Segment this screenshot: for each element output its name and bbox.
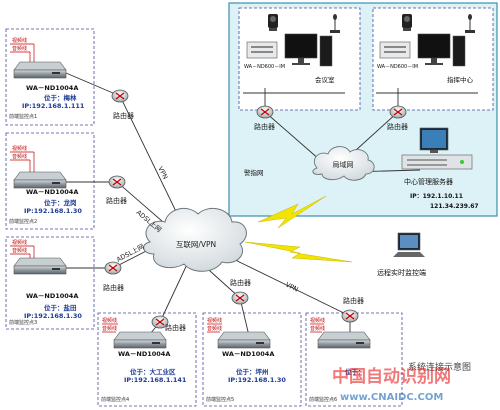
video-cable-label: 视频线: [12, 239, 27, 246]
site-tag: 前端监控点4: [101, 396, 129, 403]
router-icon: [111, 89, 129, 103]
lan-cloud-label: 局域网: [333, 160, 354, 169]
router-label: 路由器: [106, 196, 127, 205]
router-label: 路由器: [113, 111, 134, 120]
internet-cloud-icon: [143, 207, 247, 272]
site-location: 位于：梅林: [44, 93, 77, 102]
site-ip: IP:192.168.1.141: [124, 376, 187, 384]
router-label: 路由器: [254, 122, 275, 131]
ptz-camera-icon: [402, 14, 412, 31]
monitor-icon: [284, 33, 318, 65]
diagram-caption: 系统连接示意图: [408, 361, 471, 373]
site-tag: 前端监控点2: [9, 218, 37, 225]
audio-cable-label: 音频线: [12, 45, 27, 52]
lightning-bolt-icon: [244, 241, 353, 263]
server-ip2: 121.34.239.67: [430, 203, 479, 210]
site-location: 位于：大工业区: [130, 367, 176, 376]
video-cable-label: 视频线: [207, 317, 222, 324]
device-model: WA－ND1004A: [118, 350, 170, 358]
site-location: 位于：坪州: [236, 367, 269, 376]
site-ip: IP:192.168.1.30: [24, 312, 82, 320]
pc-tower-icon: [452, 35, 466, 67]
site-box-6: [305, 312, 403, 407]
rack-server-icon: [379, 41, 411, 59]
video-cable-label: 视频线: [12, 145, 27, 152]
router-icon: [341, 309, 359, 323]
video-cable-label: 视频线: [102, 317, 117, 324]
site-location: 位于：盐田: [44, 303, 77, 312]
device-model: WA－ND1004A: [26, 84, 78, 92]
ptz-camera-icon: [268, 14, 278, 31]
connection-lines: [65, 72, 478, 341]
audio-cable-label: 音频线: [102, 325, 117, 332]
command-center-label: 指挥中心: [447, 75, 474, 84]
audio-cable-label: 音频线: [12, 153, 27, 160]
site-location: 位于：龙岗: [44, 198, 77, 207]
site-box-5: [202, 312, 302, 407]
watermark-url: www.CNAIDC.COM: [340, 392, 443, 403]
link-label: ADSL上网: [115, 242, 146, 264]
device-model: WA－ND1004A: [222, 350, 274, 358]
audio-cable-label: 音频线: [310, 325, 325, 332]
encoder-device-icon: [13, 171, 67, 189]
video-cable-label: 视频线: [12, 37, 27, 44]
microphone-icon: [330, 14, 340, 33]
router-icon: [231, 291, 249, 305]
site-ip: IP:192.168.1.30: [24, 207, 82, 215]
meeting-room-label: 会议室: [315, 75, 335, 84]
site-box-4: [97, 312, 197, 407]
encoder-device-icon: [217, 331, 271, 349]
site-tag: 前端监控点5: [206, 396, 234, 403]
internet-cloud-label: 互联网/VPN: [176, 240, 216, 249]
remote-client-icon: [393, 232, 425, 257]
link-label: VPN: [156, 165, 169, 181]
site-box-3: [5, 236, 95, 330]
site-tag: 前端监控点6: [309, 396, 337, 403]
site-ip: IP:192.168.1.111: [22, 102, 85, 110]
audio-cable-label: 音频线: [207, 325, 222, 332]
site-tag: 前端监控点3: [9, 319, 37, 326]
router-label: 路由器: [343, 296, 364, 305]
site-ip: IP:192.168.1.30: [228, 376, 286, 384]
device-model: WA－ND1004A: [26, 188, 78, 196]
encoder-device-icon: [113, 331, 167, 349]
lan-cloud-icon: [312, 146, 375, 181]
rack-server-icon: [246, 41, 278, 59]
monitor-icon: [417, 33, 451, 65]
server-label: 中心管理服务器: [404, 177, 453, 186]
site-tag: 前端监控点1: [9, 113, 37, 120]
router-label: 路由器: [165, 323, 186, 332]
router-label: 路由器: [387, 122, 408, 131]
router-label: 路由器: [230, 278, 251, 287]
microphone-icon: [465, 14, 475, 33]
router-icon: [108, 175, 126, 189]
encoder-device-icon: [13, 257, 67, 275]
site-location: 位于：: [345, 367, 365, 376]
router-icon: [389, 105, 407, 119]
router-icon: [256, 105, 274, 119]
link-label: VPN: [284, 281, 300, 294]
hq-area-label: 警指网: [244, 168, 264, 177]
video-cable-label: 视频线: [310, 317, 325, 324]
hq-device-model: WA－ND600－IM: [244, 64, 285, 70]
encoder-device-icon: [317, 331, 371, 349]
router-label: 路由器: [103, 283, 124, 292]
server-ip: IP：192.1.10.11: [410, 193, 463, 200]
server-icon: [401, 127, 473, 170]
hq-device-model: WA－ND600－IM: [377, 64, 418, 70]
device-model: WA－ND1004A: [26, 292, 78, 300]
encoder-device-icon: [13, 61, 67, 79]
audio-cable-label: 音频线: [12, 247, 27, 254]
remote-client-label: 远程实时监控端: [377, 268, 426, 277]
pc-tower-icon: [319, 35, 333, 67]
watermark-title: 中国自动识别网: [332, 366, 451, 387]
lightning-bolt-icon: [257, 195, 327, 229]
